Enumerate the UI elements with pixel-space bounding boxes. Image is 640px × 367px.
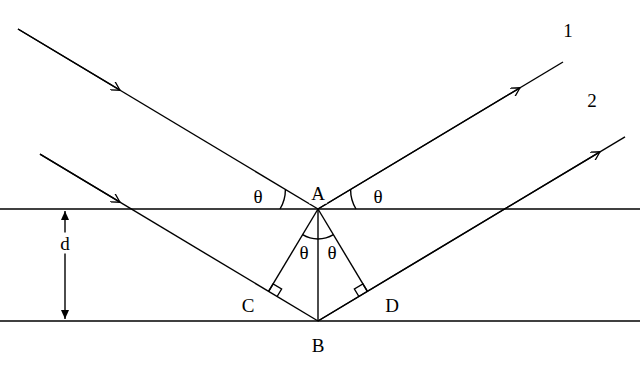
incident-ray: [18, 29, 318, 209]
angle-arc: [351, 189, 356, 209]
right-angle-mark: [269, 284, 282, 297]
perpendicular-line: [269, 209, 318, 291]
point-label: C: [240, 295, 257, 316]
reflected-ray: [318, 62, 563, 209]
angle-arc: [318, 235, 333, 239]
angle-arc: [280, 189, 285, 209]
angle-label: θ: [251, 186, 264, 207]
dimension-label: d: [58, 233, 72, 254]
dimension-arrow: [64, 265, 65, 319]
normal-line: [317, 209, 318, 321]
reflected-ray: [318, 137, 625, 321]
ray-arrow: [318, 88, 520, 209]
ray-number: 1: [561, 20, 575, 41]
perpendicular-line: [318, 209, 367, 291]
ray-number: 2: [585, 90, 599, 111]
ray-arrow: [318, 152, 600, 321]
ray-arrow: [18, 29, 120, 90]
point-label: A: [309, 183, 327, 204]
ray-arrow: [40, 154, 120, 202]
right-angle-mark: [354, 284, 367, 297]
point-label: D: [383, 295, 401, 316]
point-label: B: [310, 335, 327, 356]
incident-ray: [40, 154, 318, 321]
angle-label: θ: [371, 186, 384, 207]
angle-label: θ: [297, 242, 310, 263]
angle-label: θ: [325, 242, 338, 263]
angle-arc: [303, 235, 318, 239]
